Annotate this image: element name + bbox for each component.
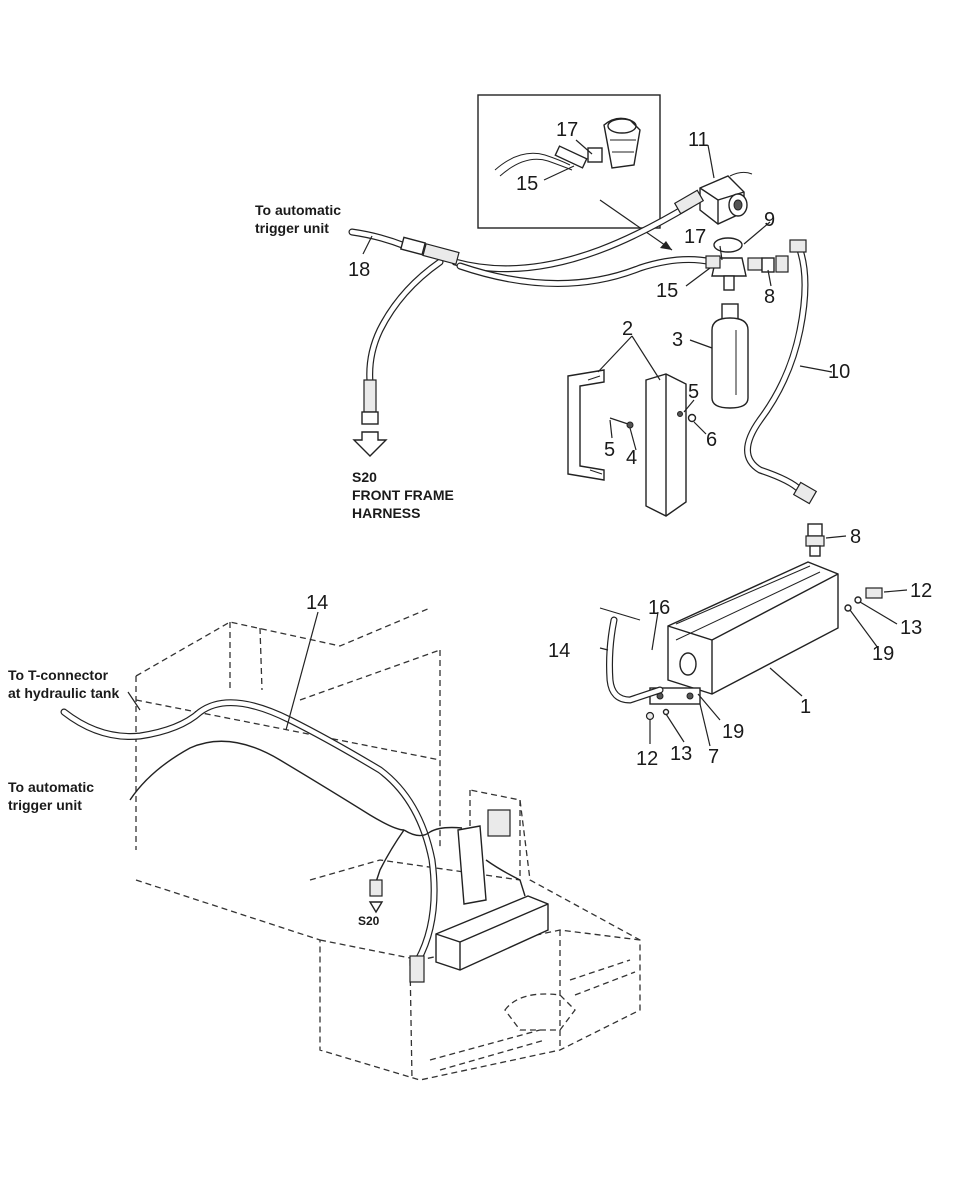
note-front-frame-line2: FRONT FRAME — [352, 487, 454, 503]
callout-17-inset: 17 — [556, 119, 578, 141]
note-trigger-bottom-line1: To automatic — [8, 779, 94, 795]
inset-pointer-arrow — [660, 241, 672, 250]
callout-6: 6 — [706, 429, 717, 451]
callout-17: 17 — [684, 226, 706, 248]
machine-frame — [135, 607, 641, 1081]
machine-components — [409, 809, 549, 983]
fasteners-12-13-19 — [645, 587, 883, 721]
callout-2: 2 — [622, 318, 633, 340]
callout-15: 15 — [656, 280, 678, 302]
bracket-2 — [567, 369, 687, 517]
callout-19-bottom: 19 — [722, 721, 744, 743]
note-front-frame-line3: HARNESS — [352, 505, 420, 521]
callout-11: 11 — [688, 129, 709, 151]
note-trigger-top-line2: trigger unit — [255, 220, 329, 236]
callout-13-right: 13 — [900, 617, 922, 639]
callout-5-right: 5 — [688, 381, 699, 403]
notes: To automatic trigger unit S20 FRONT FRAM… — [8, 202, 454, 813]
callout-18: 18 — [348, 259, 370, 281]
callout-12-right: 12 — [910, 580, 932, 602]
fasteners-4-5-6 — [609, 411, 697, 429]
canister-1 — [649, 561, 839, 705]
note-t-connector-line2: at hydraulic tank — [8, 685, 119, 701]
callout-13-bottom: 13 — [670, 743, 692, 765]
callout-5-left: 5 — [604, 439, 615, 461]
harness-18 — [348, 201, 716, 457]
callout-16: 16 — [648, 597, 670, 619]
callout-9: 9 — [764, 209, 775, 231]
callout-14-detail: 14 — [548, 640, 570, 662]
fitting-8-upper — [761, 255, 789, 273]
callout-3: 3 — [672, 329, 683, 351]
hose-14-detail — [599, 607, 664, 704]
callout-s20-machine: S20 — [358, 914, 380, 928]
callout-1: 1 — [800, 696, 811, 718]
note-front-frame-line1: S20 — [352, 469, 377, 485]
nitrogen-bottle-3 — [711, 303, 749, 409]
fitting-8-lower — [805, 523, 825, 557]
callout-15-inset: 15 — [516, 173, 538, 195]
machine-hoses — [60, 699, 463, 964]
callouts: 17 15 11 9 17 15 8 18 2 3 10 5 6 5 4 8 1… — [306, 119, 932, 928]
note-t-connector-line1: To T-connector — [8, 667, 109, 683]
callout-4: 4 — [626, 447, 637, 469]
note-trigger-bottom-line2: trigger unit — [8, 797, 82, 813]
callout-8-upper: 8 — [764, 286, 775, 308]
pressure-switch-11 — [673, 171, 753, 225]
note-trigger-top-line1: To automatic — [255, 202, 341, 218]
hose-10 — [744, 239, 818, 505]
callout-8-lower: 8 — [850, 526, 861, 548]
detail-inset — [477, 94, 661, 229]
valve-9 — [705, 237, 763, 291]
inset-pointer — [599, 199, 673, 251]
callout-19-right: 19 — [872, 643, 894, 665]
callout-7: 7 — [708, 746, 719, 768]
callout-12-bottom: 12 — [636, 748, 658, 770]
leader-lines — [127, 144, 908, 747]
callout-10: 10 — [828, 361, 850, 383]
callout-14-machine: 14 — [306, 592, 328, 614]
